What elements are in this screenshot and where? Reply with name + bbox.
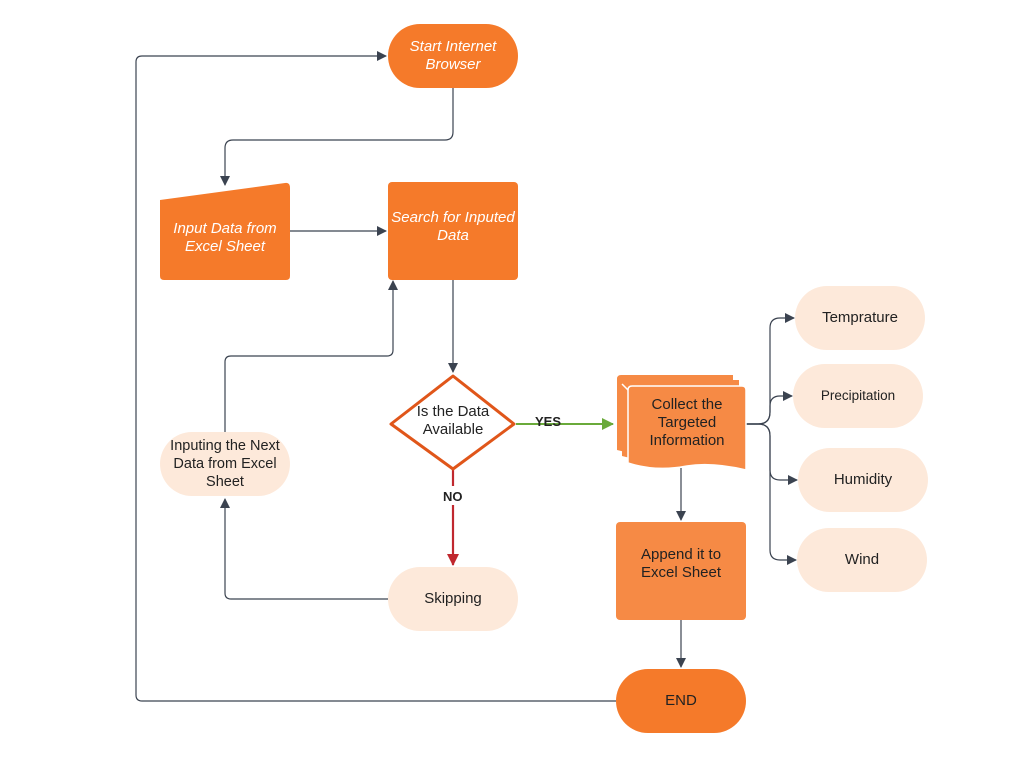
temprature-node: Temprature bbox=[795, 286, 925, 350]
collect-doc-front-edge bbox=[621, 383, 629, 391]
append-label: Append it to Excel Sheet bbox=[640, 546, 722, 581]
search-inputed-data-node: Search for Inputed Data bbox=[388, 182, 518, 280]
start-internet-browser-node: Start Internet Browser bbox=[388, 24, 518, 88]
humidity-node: Humidity bbox=[798, 448, 928, 512]
collect-label: Collect the Targeted Information bbox=[649, 396, 725, 449]
collect-doc-front bbox=[627, 385, 747, 471]
humidity-label: Humidity bbox=[833, 471, 893, 488]
start-label: Start Internet Browser bbox=[409, 38, 497, 73]
end-node: END bbox=[616, 669, 746, 733]
edge-start-to-input bbox=[220, 88, 454, 186]
no-label: NO bbox=[443, 489, 463, 504]
temprature-label: Temprature bbox=[822, 309, 898, 326]
append-excel-node: Append it to Excel Sheet bbox=[616, 522, 746, 620]
input-data-node: Input Data from Excel Sheet bbox=[160, 196, 290, 280]
inputing-next-label: Inputing the Next Data from Excel Sheet bbox=[170, 438, 280, 490]
precipitation-node: Precipitation bbox=[793, 364, 923, 428]
decision-label: Is the Data Available bbox=[416, 403, 490, 438]
skipping-label: Skipping bbox=[424, 590, 482, 607]
edge-collect-to-wind bbox=[746, 423, 797, 565]
skipping-node: Skipping bbox=[388, 567, 518, 631]
edge-skipping-to-inputing bbox=[220, 498, 388, 600]
edge-collect-to-humidity bbox=[746, 423, 798, 485]
decision-diamond-shape bbox=[389, 374, 516, 471]
input-data-label: Input Data from Excel Sheet bbox=[173, 220, 277, 255]
edge-inputing-to-search bbox=[224, 280, 398, 432]
yes-label: YES bbox=[535, 414, 562, 429]
inputing-next-data-node: Inputing the Next Data from Excel Sheet bbox=[160, 432, 290, 496]
search-label: Search for Inputed Data bbox=[391, 209, 515, 244]
edge-end-to-start bbox=[135, 51, 616, 702]
wind-label: Wind bbox=[844, 551, 880, 568]
collect-targeted-info-node: Collect the Targeted Information bbox=[628, 392, 746, 454]
end-label: END bbox=[665, 692, 697, 709]
edge-collect-to-precipitation bbox=[746, 391, 793, 425]
wind-node: Wind bbox=[797, 528, 927, 592]
precipitation-label: Precipitation bbox=[820, 388, 896, 403]
input-data-shape bbox=[160, 182, 290, 280]
decision-node: Is the Data Available bbox=[403, 398, 503, 444]
